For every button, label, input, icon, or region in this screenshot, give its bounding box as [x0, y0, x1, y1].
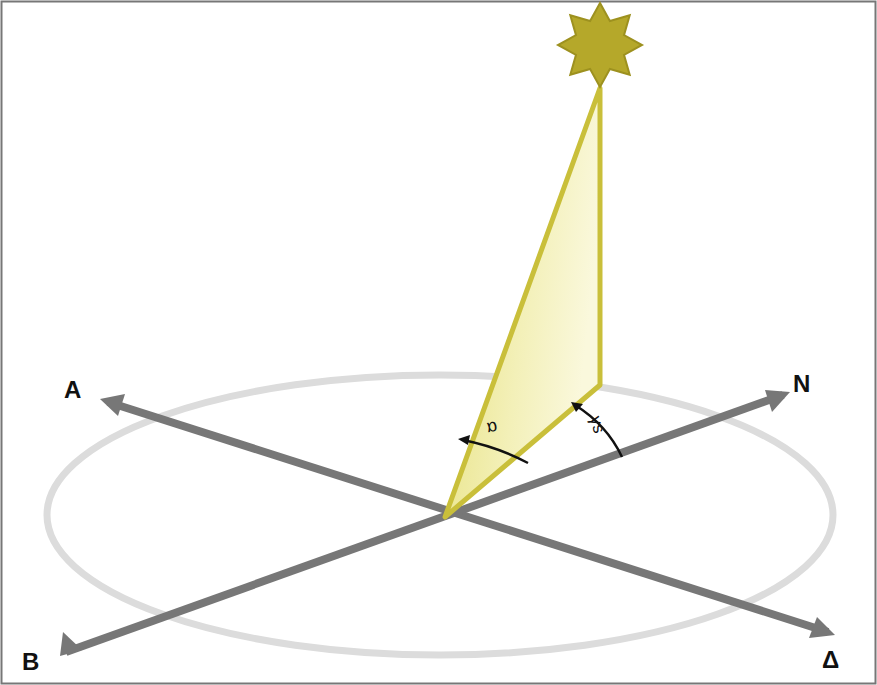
sun-symbol [558, 3, 642, 87]
direction-label: N [793, 372, 810, 396]
angle-arcs [463, 405, 622, 463]
horizon-circle [47, 375, 833, 655]
axis-arrowheads [60, 390, 835, 656]
sun-elevation-triangle [445, 88, 600, 517]
arc-ticks [458, 402, 583, 445]
direction-label: B [22, 650, 39, 674]
direction-label: Δ [822, 648, 839, 672]
compass-axes [66, 395, 828, 652]
vertical-line [598, 88, 602, 385]
direction-label: A [64, 378, 81, 402]
